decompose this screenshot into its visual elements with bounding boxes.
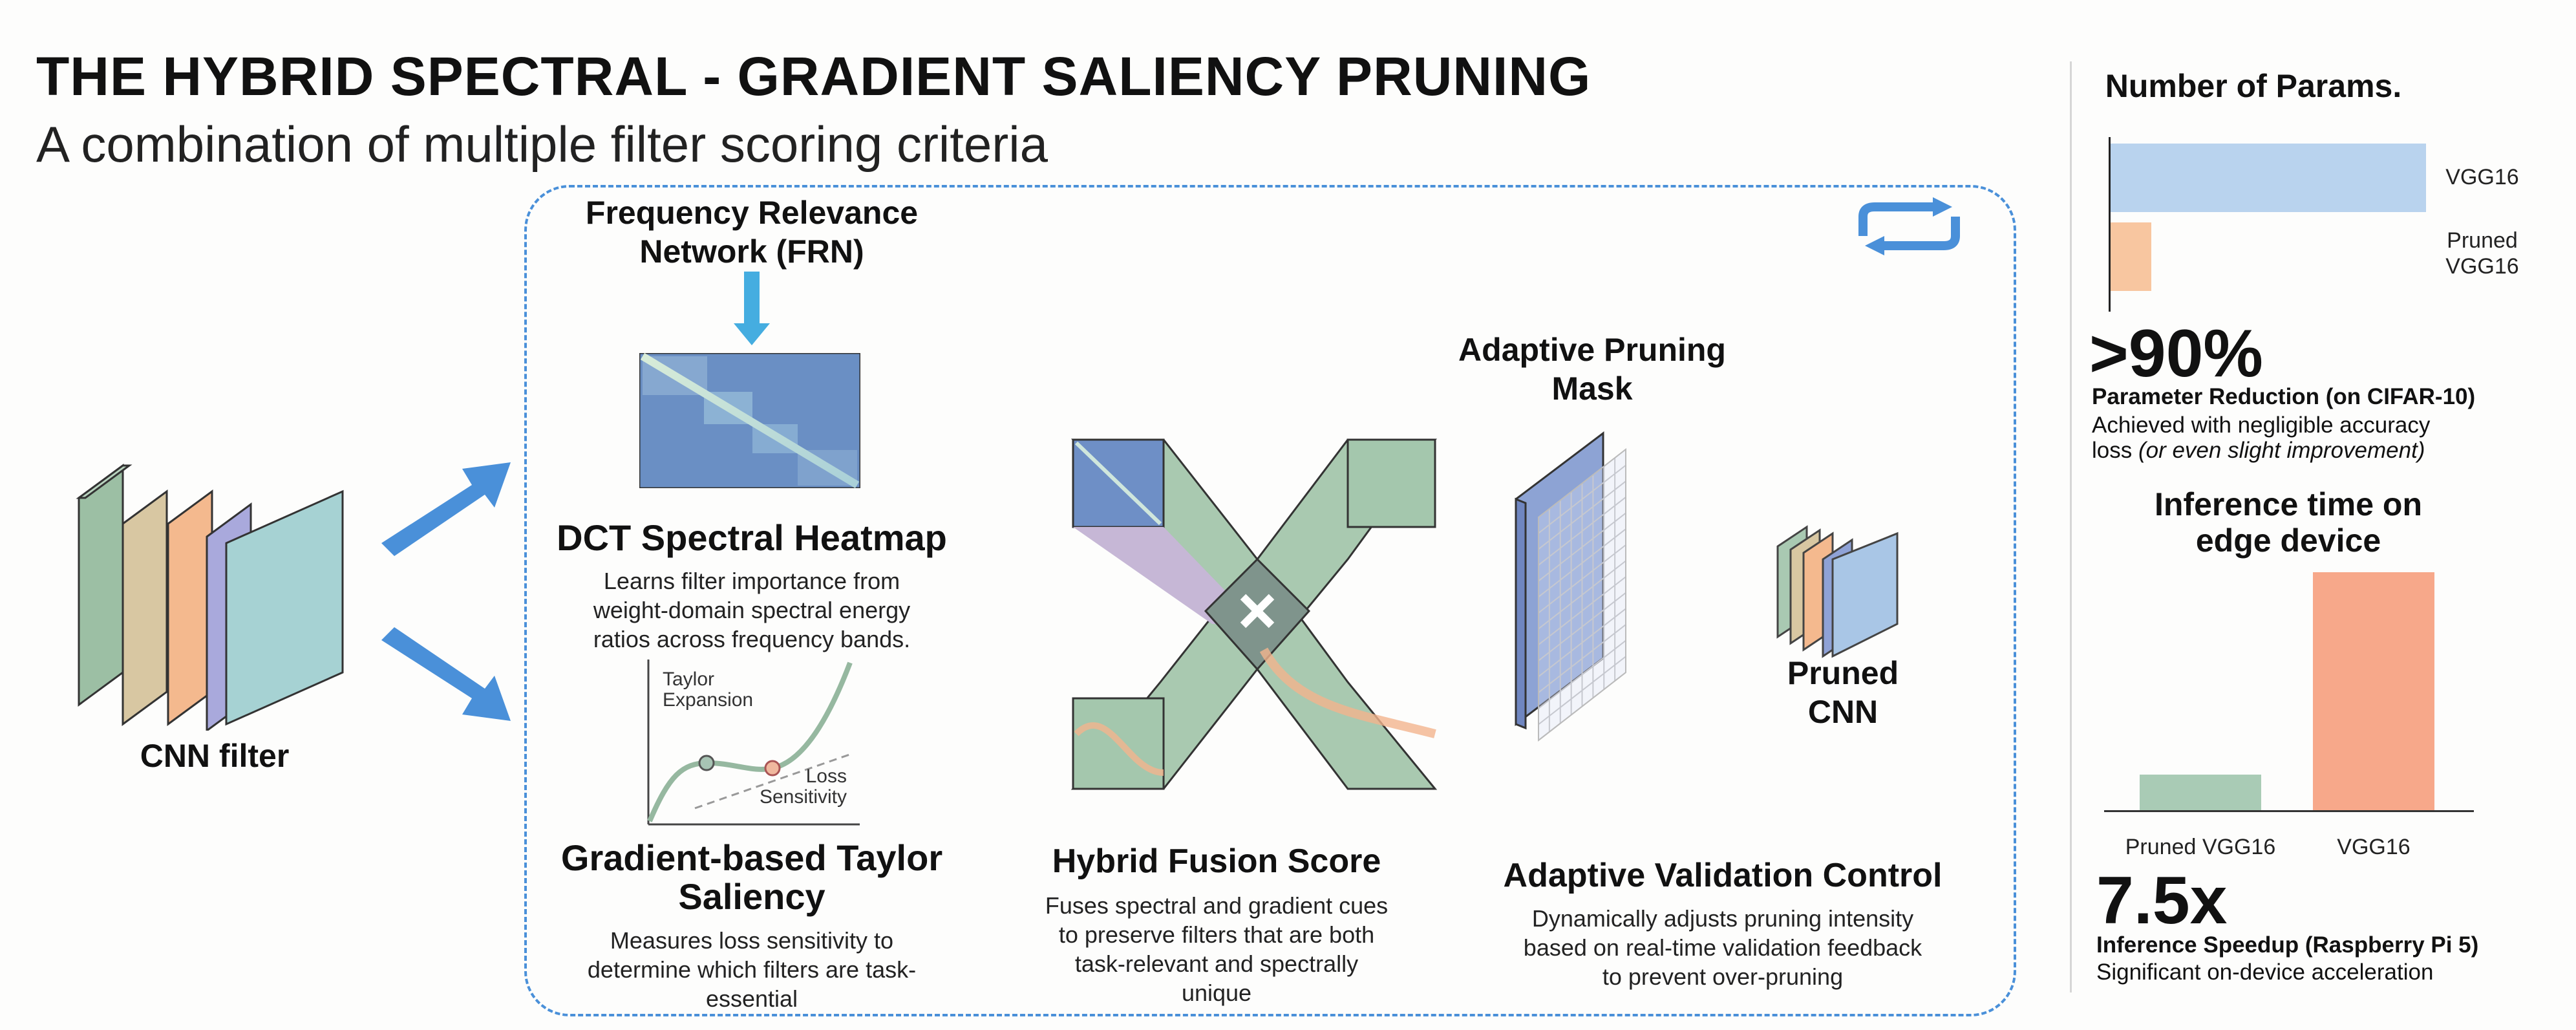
- inference-chart-baseline: [2104, 810, 2474, 812]
- inference-chart-title-line2: edge device: [2195, 522, 2381, 559]
- params-stat-title: Parameter Reduction (on CIFAR-10): [2092, 384, 2476, 409]
- pruned-cnn-label-line2: CNN: [1807, 694, 1879, 730]
- frn-title-line1: Frequency Relevance: [585, 195, 919, 231]
- fusion-desc-line: task-relevant and spectrally: [1074, 950, 1359, 977]
- dct-desc-line: Learns filter importance from: [603, 568, 900, 594]
- params-bar: [2111, 144, 2426, 212]
- fusion-desc-line: unique: [1181, 980, 1252, 1006]
- speed-stat-title: Inference Speedup (Raspberry Pi 5): [2096, 932, 2479, 958]
- fusion-desc-line: Fuses spectral and gradient cues: [1045, 892, 1389, 919]
- params-stat-value: >90%: [2089, 316, 2263, 391]
- fusion-desc-line: to preserve filters that are both: [1058, 921, 1375, 948]
- arrow-up-right-icon: [381, 462, 511, 556]
- page-title: THE HYBRID SPECTRAL - GRADIENT SALIENCY …: [36, 46, 1591, 107]
- inference-label-vgg16: VGG16: [2337, 835, 2411, 859]
- mask-title-line1: Adaptive Pruning: [1458, 332, 1726, 368]
- inference-bar: [2313, 572, 2434, 810]
- cnn-filter-label: CNN filter: [140, 738, 290, 774]
- fusion-description: Fuses spectral and gradient cues to pres…: [1045, 891, 1388, 1007]
- taylor-desc-line: essential: [705, 985, 798, 1012]
- pruned-label-line: Pruned: [2447, 228, 2518, 253]
- inference-label-pruned: Pruned VGG16: [2125, 835, 2276, 859]
- pruning-mask-icon: [1515, 431, 1626, 742]
- sensitivity-label: Sensitivity: [759, 786, 847, 808]
- pruned-cnn-label-line1: Pruned: [1787, 655, 1899, 691]
- speed-stat-value: 7.5x: [2096, 863, 2228, 938]
- speed-stat-desc: Significant on-device acceleration: [2096, 960, 2434, 985]
- inference-bar: [2140, 775, 2261, 810]
- pruned-label-line: VGG16: [2445, 254, 2519, 279]
- feedback-loop-icon: [1858, 197, 1960, 255]
- validation-title: Adaptive Validation Control: [1503, 857, 1943, 894]
- taylor-label: Taylor: [663, 669, 715, 690]
- inference-chart-title-line1: Inference time on: [2155, 486, 2422, 522]
- params-label-vgg16: VGG16: [2445, 165, 2519, 189]
- expansion-label: Expansion: [663, 689, 754, 711]
- dct-title: DCT Spectral Heatmap: [557, 517, 947, 558]
- dct-heatmap-image: [639, 353, 860, 488]
- taylor-expansion-chart: [647, 660, 860, 826]
- cnn-filter-stack-icon: [76, 464, 344, 731]
- pruned-cnn-stack-icon: [1776, 525, 1899, 658]
- page-subtitle: A combination of multiple filter scoring…: [36, 116, 1048, 173]
- arrow-down-icon: [734, 272, 770, 345]
- loss-sensitivity-chart-label: Loss Sensitivity: [743, 766, 847, 808]
- desc-italic: (or even slight improvement): [2138, 438, 2425, 463]
- mask-title-line2: Mask: [1551, 370, 1633, 407]
- taylor-title-line1: Gradient-based Taylor: [560, 837, 943, 878]
- frn-title-line2: Network (FRN): [639, 233, 864, 270]
- fusion-title: Hybrid Fusion Score: [1052, 842, 1381, 880]
- validation-desc-line: to prevent over-pruning: [1602, 963, 1844, 990]
- taylor-description: Measures loss sensitivity to determine w…: [588, 926, 916, 1013]
- desc-plain: loss: [2092, 438, 2138, 463]
- taylor-desc-line: Measures loss sensitivity to: [610, 927, 894, 954]
- validation-desc-line: based on real-time validation feedback: [1523, 934, 1922, 961]
- validation-description: Dynamically adjusts pruning intensity ba…: [1524, 904, 1922, 991]
- split-arrows: [381, 462, 511, 721]
- dct-desc-line: weight-domain spectral energy: [593, 597, 911, 623]
- validation-desc-line: Dynamically adjusts pruning intensity: [1531, 905, 1914, 932]
- panel-divider: [2070, 61, 2072, 992]
- params-bar: [2111, 222, 2152, 291]
- params-stat-desc2: loss (or even slight improvement): [2092, 438, 2425, 464]
- taylor-chart-label: Taylor Expansion: [663, 669, 753, 711]
- taylor-desc-line: determine which filters are task-: [587, 956, 917, 983]
- arrow-down-right-icon: [381, 627, 511, 721]
- params-chart-axis: [2109, 137, 2111, 312]
- hybrid-fusion-cross-icon: [1070, 438, 1438, 790]
- dct-desc-line: ratios across frequency bands.: [593, 626, 911, 652]
- dct-description: Learns filter importance from weight-dom…: [593, 566, 910, 654]
- params-label-pruned: Pruned VGG16: [2445, 228, 2518, 279]
- params-stat-desc1: Achieved with negligible accuracy: [2092, 413, 2431, 438]
- pipeline-container: [524, 185, 2016, 1016]
- params-chart-title: Number of Params.: [2105, 68, 2402, 104]
- loss-label: Loss: [805, 766, 847, 787]
- taylor-title-line2: Saliency: [678, 876, 825, 917]
